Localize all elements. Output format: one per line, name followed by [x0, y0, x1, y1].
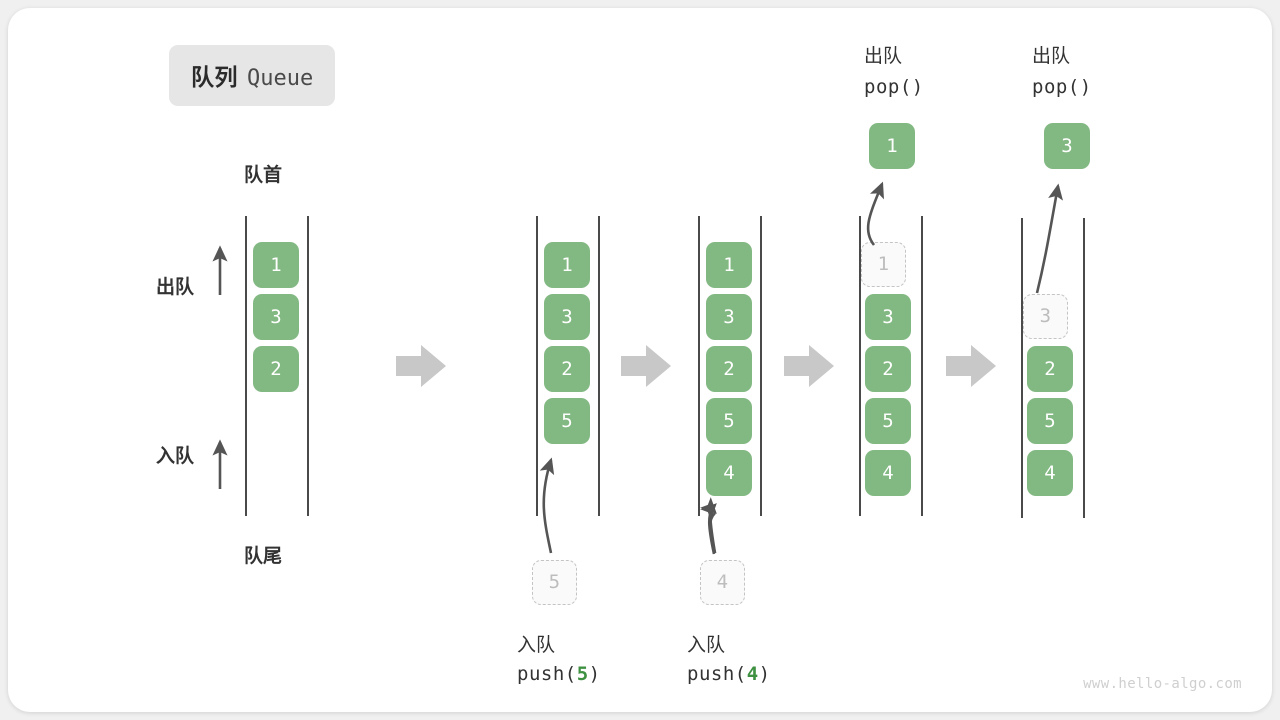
queue-cell-new: 4: [706, 450, 752, 496]
rail-right: [760, 216, 762, 516]
dequeue-direction-label: 出队: [156, 277, 195, 298]
rail-left: [1021, 218, 1023, 518]
queue-cell: 1: [706, 242, 752, 288]
op-code-prefix: push(: [517, 663, 577, 685]
rail-right: [307, 216, 309, 516]
queue-cell: 3: [865, 294, 911, 340]
pop-header-cn: 出队: [864, 46, 903, 67]
flow-arrow: [396, 345, 446, 387]
op-code-suffix: ): [758, 663, 771, 685]
diagram-title-badge: 队列 Queue: [169, 45, 336, 106]
diagram-stage: 队列 Queue 队首 队尾 出队 入队 1 3 2 1 3 2 5 5 入队 …: [8, 8, 1272, 712]
pop-arrow-1: [866, 181, 884, 246]
vacated-slot: 3: [1023, 294, 1068, 339]
queue-cell: 5: [1027, 398, 1073, 444]
queue-cell: 1: [253, 242, 299, 288]
rail-left: [698, 216, 700, 516]
queue-cell: 5: [706, 398, 752, 444]
rail-left: [245, 216, 247, 516]
queue-cell: 2: [253, 346, 299, 392]
push-arrow-4-shaft: [700, 503, 717, 555]
flow-arrow: [621, 345, 671, 387]
queue-cell: 2: [865, 346, 911, 392]
push-arrow-5: [539, 457, 555, 554]
push-arrow-4: [700, 497, 717, 554]
rail-right: [1083, 218, 1085, 518]
site-watermark: www.hello-algo.com: [1083, 676, 1242, 692]
op-code-value: 4: [746, 663, 759, 685]
queue-cell: 3: [253, 294, 299, 340]
op-code-prefix: push(: [687, 663, 747, 685]
title-chinese: 队列: [191, 64, 238, 90]
rail-right: [598, 216, 600, 516]
popped-element: 3: [1044, 123, 1090, 169]
queue-head-label: 队首: [244, 165, 283, 186]
pending-input-chip: 5: [532, 560, 577, 605]
title-english: Queue: [247, 66, 314, 91]
queue-cell: 2: [706, 346, 752, 392]
queue-cell-new: 5: [544, 398, 590, 444]
vacated-slot: 1: [861, 242, 906, 287]
flow-arrow: [946, 345, 996, 387]
queue-cell: 3: [544, 294, 590, 340]
operation-label-code: push(4): [687, 663, 771, 685]
push-arrow-4b: [708, 512, 717, 554]
pop-header-code: pop(): [864, 76, 924, 98]
popped-element: 1: [869, 123, 915, 169]
diagram-card: 队列 Queue 队首 队尾 出队 入队 1 3 2 1 3 2 5 5 入队 …: [8, 8, 1272, 712]
enqueue-direction-label: 入队: [156, 446, 195, 467]
op-code-suffix: ): [588, 663, 601, 685]
operation-label-cn: 入队: [687, 635, 726, 656]
queue-cell: 3: [706, 294, 752, 340]
pop-header-code: pop(): [1032, 76, 1092, 98]
operation-label-code: push(5): [517, 663, 601, 685]
queue-tail-label: 队尾: [244, 546, 283, 567]
queue-cell: 1: [544, 242, 590, 288]
queue-cell: 4: [865, 450, 911, 496]
op-code-value: 5: [576, 663, 589, 685]
queue-cell: 4: [1027, 450, 1073, 496]
rail-left: [536, 216, 538, 516]
flow-arrow: [784, 345, 834, 387]
pop-arrow-3: [1035, 183, 1064, 294]
queue-cell: 5: [865, 398, 911, 444]
rail-right: [921, 216, 923, 516]
rail-left: [859, 216, 861, 516]
queue-cell: 2: [544, 346, 590, 392]
operation-label-cn: 入队: [517, 635, 556, 656]
pop-header-cn: 出队: [1032, 46, 1071, 67]
queue-cell: 2: [1027, 346, 1073, 392]
pending-input-chip: 4: [700, 560, 745, 605]
